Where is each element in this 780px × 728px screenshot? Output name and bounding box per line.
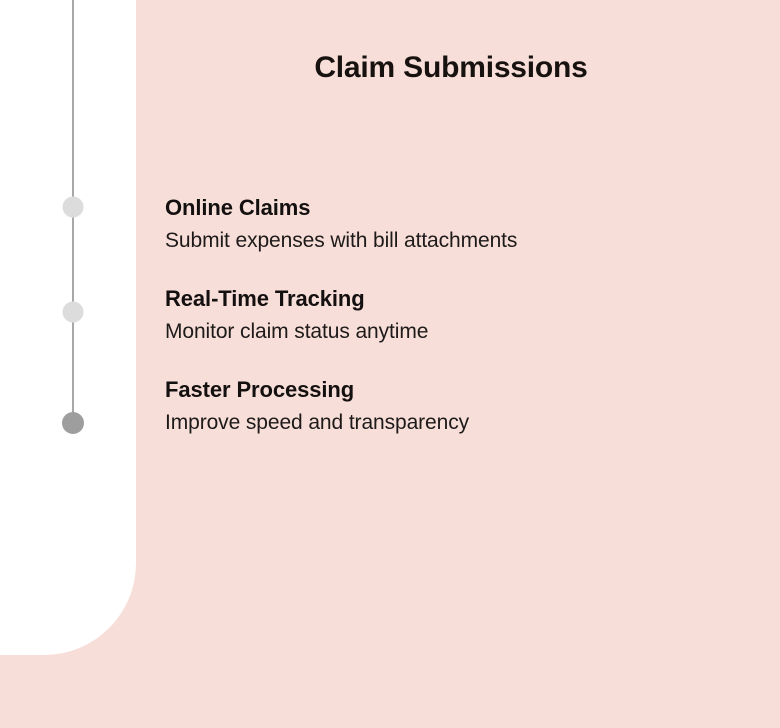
white-side-panel (0, 0, 136, 655)
feature-title-3: Faster Processing (165, 377, 355, 403)
feature-description-3: Improve speed and transparency (165, 410, 470, 434)
list-item: Real-Time Tracking Monitor claim status … (165, 284, 765, 346)
feature-title-1: Online Claims (165, 195, 311, 220)
list-item: Online Claims Submit expenses with bill … (165, 193, 765, 255)
timeline-dot-2[interactable] (62, 301, 84, 323)
page-title: Claim Submissions (314, 51, 588, 84)
slide-content: Claim Submissions Online Claims Submit e… (136, 0, 780, 728)
timeline-dot-3[interactable] (62, 412, 84, 434)
feature-list: Online Claims Submit expenses with bill … (165, 193, 765, 437)
feature-description-1: Submit expenses with bill attachments (165, 228, 518, 252)
feature-description-2: Monitor claim status anytime (165, 319, 429, 343)
timeline-dot-1[interactable] (62, 196, 84, 218)
timeline (0, 0, 136, 728)
feature-title-2: Real-Time Tracking (165, 286, 365, 312)
list-item: Faster Processing Improve speed and tran… (165, 375, 765, 437)
